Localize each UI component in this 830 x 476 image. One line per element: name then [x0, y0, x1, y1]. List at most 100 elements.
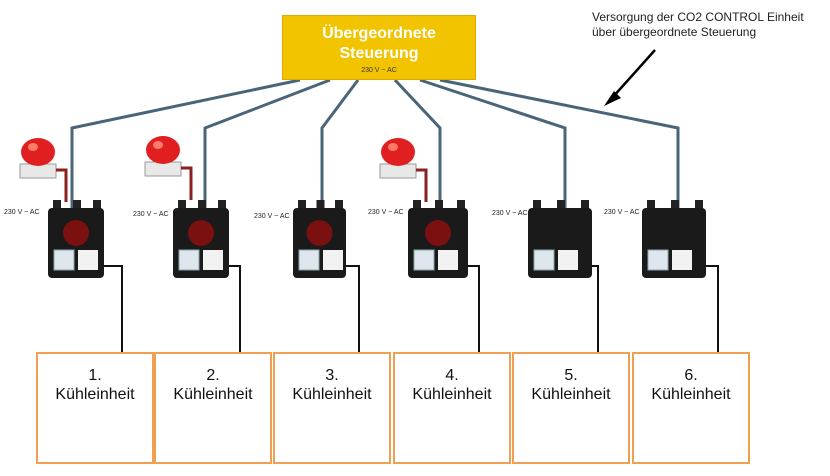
unit-cable-2	[221, 265, 241, 352]
controller-5	[528, 200, 592, 278]
controller-lamp	[306, 220, 333, 246]
controller-2-voltage: 230 V ~ AC	[133, 211, 169, 218]
unit-number: 1.	[88, 367, 102, 384]
cable-gland	[413, 200, 421, 210]
beacon-cable	[56, 168, 68, 202]
unit-number: 6.	[684, 367, 698, 384]
supply-line-5	[419, 78, 567, 208]
cable-gland	[73, 200, 81, 210]
beacon-1	[19, 138, 68, 202]
beacon-light	[146, 136, 180, 164]
cooling-unit-3: 3. Kühleinheit	[273, 352, 391, 464]
controller-display	[647, 249, 669, 271]
unit-cable-4	[460, 265, 480, 352]
controller-3	[293, 200, 346, 278]
unit-cable-5	[584, 265, 599, 352]
beacon-cable	[181, 166, 193, 200]
cable-gland	[298, 200, 306, 210]
controller-lamp	[63, 220, 89, 246]
controller-2	[173, 200, 229, 278]
controller-3-voltage: 230 V ~ AC	[254, 213, 290, 220]
cooling-unit-6: 6. Kühleinheit	[632, 352, 750, 464]
warning-beacons	[19, 136, 428, 202]
cable-gland	[316, 200, 325, 210]
annotation-line1: Versorgung der CO2 CONTROL Einheit	[592, 10, 804, 24]
arrow-head	[604, 91, 621, 106]
cable-gland	[178, 200, 186, 210]
cable-gland	[533, 200, 541, 210]
unit-number: 4.	[445, 367, 459, 384]
unit-label: Kühleinheit	[412, 386, 492, 403]
unit-number: 5.	[564, 367, 578, 384]
supply-line-6	[439, 78, 680, 208]
controller-1	[48, 200, 104, 278]
annotation-line2: über übergeordnete Steuerung	[592, 25, 757, 39]
cable-gland	[557, 200, 565, 210]
cable-gland	[695, 200, 703, 210]
supply-line-1	[70, 78, 301, 208]
unit-label: Kühleinheit	[531, 386, 611, 403]
controller-6-voltage: 230 V ~ AC	[604, 209, 640, 216]
beacon-cable	[416, 168, 428, 202]
cooling-unit-5: 5. Kühleinheit	[512, 352, 630, 464]
controller-label-plate	[323, 250, 343, 270]
unit-cables	[96, 265, 719, 352]
cooling-unit-2: 2. Kühleinheit	[154, 352, 272, 464]
controller-lamp	[425, 220, 451, 246]
beacon-base	[379, 163, 417, 179]
cooling-unit-1: 1. Kühleinheit	[36, 352, 154, 464]
co2-controllers	[48, 200, 706, 278]
supply-annotation: Versorgung der CO2 CONTROL Einheit über …	[592, 10, 804, 40]
controller-label-plate	[672, 250, 692, 270]
beacon-2	[144, 136, 193, 200]
unit-cable-6	[698, 265, 719, 352]
unit-cable-3	[338, 265, 360, 352]
beacon-highlight	[388, 143, 398, 151]
controller-display	[298, 249, 320, 271]
cable-gland	[93, 200, 101, 210]
controller-label-plate	[78, 250, 98, 270]
cable-gland	[218, 200, 226, 210]
beacon-base	[144, 161, 182, 177]
controller-4	[408, 200, 468, 278]
controller-display	[53, 249, 75, 271]
unit-label: Kühleinheit	[292, 386, 372, 403]
unit-label: Kühleinheit	[55, 386, 135, 403]
cable-gland	[435, 200, 443, 210]
controller-display	[533, 249, 555, 271]
supply-line-2	[203, 78, 331, 208]
supply-line-4	[393, 78, 442, 208]
unit-label: Kühleinheit	[651, 386, 731, 403]
cooling-unit-4: 4. Kühleinheit	[393, 352, 511, 464]
cable-gland	[671, 200, 679, 210]
controller-5-voltage: 230 V ~ AC	[492, 210, 528, 217]
controller-label-plate	[203, 250, 223, 270]
unit-label: Kühleinheit	[173, 386, 253, 403]
annotation-arrow	[604, 49, 656, 106]
controller-6	[642, 200, 706, 278]
controller-display	[413, 249, 435, 271]
master-voltage: 230 V ~ AC	[361, 67, 397, 74]
cable-gland	[457, 200, 465, 210]
supply-line-3	[320, 79, 360, 208]
beacon-4	[379, 138, 428, 202]
cable-gland	[581, 200, 589, 210]
controller-lamp	[188, 220, 214, 246]
cable-gland	[335, 200, 343, 210]
controller-label-plate	[558, 250, 578, 270]
master-controller-box: Übergeordnete Steuerung 230 V ~ AC	[282, 15, 476, 80]
controller-1-voltage: 230 V ~ AC	[4, 209, 40, 216]
beacon-base	[19, 163, 57, 179]
cable-gland	[53, 200, 61, 210]
beacon-light	[381, 138, 415, 166]
master-title-line1: Übergeordnete	[322, 25, 436, 42]
controller-display	[178, 249, 200, 271]
beacon-highlight	[153, 141, 163, 149]
beacon-highlight	[28, 143, 38, 151]
unit-number: 2.	[206, 367, 220, 384]
cable-gland	[647, 200, 655, 210]
controller-label-plate	[438, 250, 458, 270]
unit-number: 3.	[325, 367, 339, 384]
beacon-light	[21, 138, 55, 166]
arrow-shaft	[611, 49, 656, 99]
